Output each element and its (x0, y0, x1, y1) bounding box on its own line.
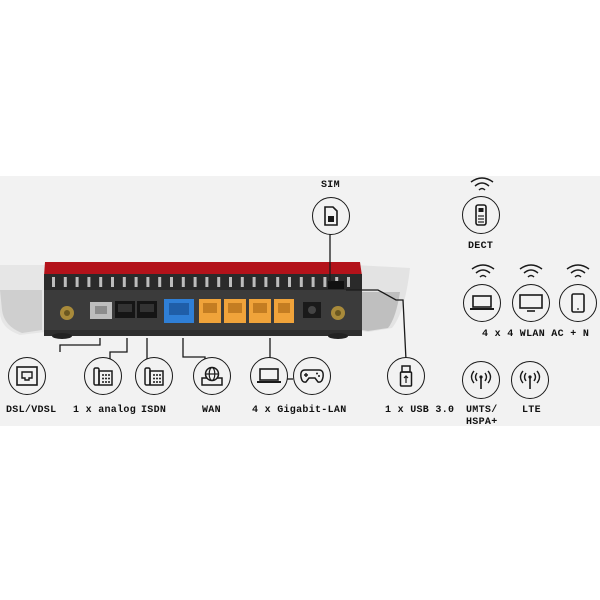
monitor-icon (519, 294, 543, 312)
isdn-label: ISDN (141, 405, 167, 416)
vent-slot (229, 277, 232, 287)
wifi-icon (471, 264, 495, 278)
vent-slot (52, 277, 55, 287)
vent-slot (111, 277, 114, 287)
dect-label: DECT (468, 241, 494, 252)
gamepad-icon (300, 369, 324, 383)
vent-slot (323, 277, 327, 287)
vent-slot (252, 277, 256, 287)
umts-label-line1: UMTS/ (466, 405, 498, 416)
lte-label: LTE (522, 405, 541, 416)
wan-circle (193, 357, 231, 395)
wan-label: WAN (202, 405, 221, 416)
vent-slot (63, 277, 67, 287)
router-top-band (44, 262, 362, 276)
vent-slot (217, 277, 221, 287)
vent-slot (240, 277, 244, 287)
dect-circle (462, 196, 500, 234)
usb-circle (387, 357, 425, 395)
lan-label: 4 x Gigabit-LAN (252, 405, 347, 416)
vent-slot (347, 277, 350, 287)
vent-slot (146, 277, 150, 287)
tablet-circle (559, 284, 597, 322)
vent-slot (193, 277, 197, 287)
sim-slot (328, 281, 344, 289)
vent-slot (122, 277, 126, 287)
vent-slot (75, 277, 79, 287)
lte-circle (511, 361, 549, 399)
sim-circle (312, 197, 350, 235)
laptop-circle (463, 284, 501, 322)
globe-icon (201, 366, 223, 386)
dsl-label: DSL/VDSL (6, 405, 57, 416)
umts-label-line2: HSPA+ (466, 417, 498, 428)
vent-slot (181, 277, 185, 287)
phone-icon (144, 367, 164, 386)
lan-ports (199, 299, 294, 323)
analog-label: 1 x analog (73, 405, 137, 416)
vent-slot (205, 277, 209, 287)
sim-label: SIM (321, 180, 340, 191)
phone-icon (93, 367, 113, 386)
umts-label: UMTS/ HSPA+ (466, 405, 498, 429)
analog-circle (84, 357, 122, 395)
vent-slot (299, 277, 303, 287)
vent-slot (134, 277, 138, 287)
wlan-label: 4 x 4 WLAN AC + N (482, 329, 590, 340)
isdn-circle (135, 357, 173, 395)
dsl-circle (8, 357, 46, 395)
vent-slot (170, 277, 173, 287)
wifi-icon (566, 264, 590, 278)
usb-label: 1 x USB 3.0 (385, 405, 455, 416)
vent-slot (264, 277, 268, 287)
tablet-icon (571, 293, 585, 313)
vent-slot (99, 277, 103, 287)
wifi-icon (519, 264, 543, 278)
laptop-icon (257, 368, 281, 383)
laptop-icon (470, 295, 494, 310)
lan-laptop-circle (250, 357, 288, 395)
vent-slot (87, 277, 91, 287)
antenna-icon (470, 370, 492, 389)
monitor-circle (512, 284, 550, 322)
antenna-connector-left (60, 306, 74, 320)
usb-stick-icon (399, 365, 413, 387)
vent-slot (158, 277, 162, 287)
vent-slot (288, 277, 291, 287)
sim-card-icon (324, 206, 338, 226)
dect-handset-icon (475, 204, 487, 226)
antenna-connector-right (331, 306, 345, 320)
antenna-icon (519, 370, 541, 389)
vent-slot (311, 277, 315, 287)
vent-slot (276, 277, 280, 287)
lan-gamepad-circle (293, 357, 331, 395)
dsl-port-icon (16, 366, 38, 386)
umts-circle (462, 361, 500, 399)
wifi-icon (470, 177, 494, 191)
